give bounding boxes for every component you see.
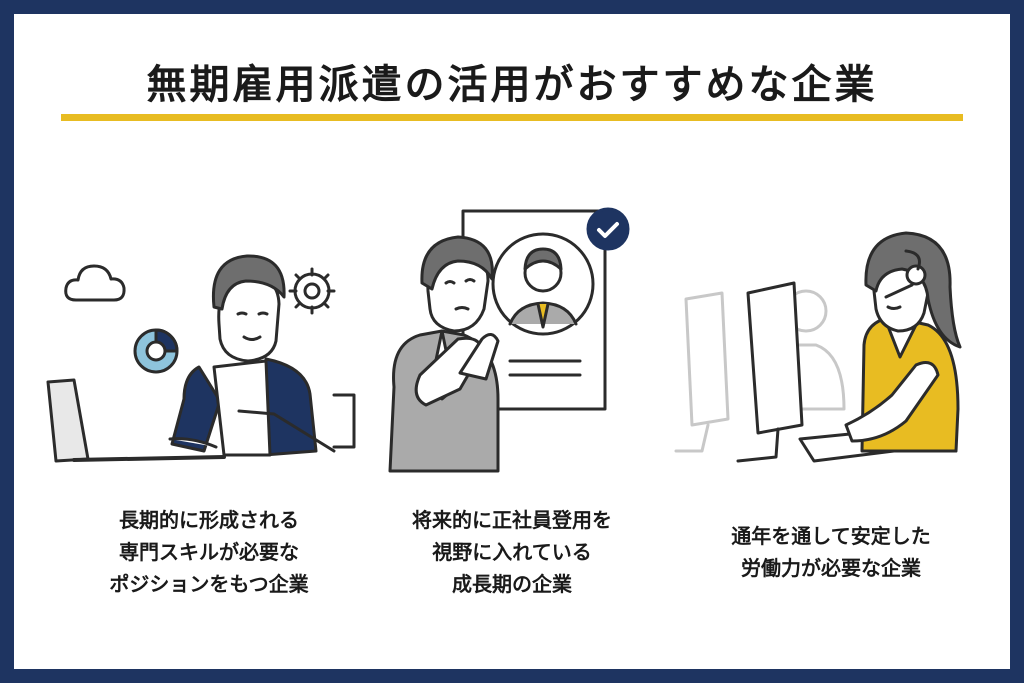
pie-chart-icon [133,328,179,374]
illustration-thinking-man [350,189,680,479]
page-title: 無期雇用派遣の活用がおすすめな企業 [146,62,878,108]
infographic-card: 無期雇用派遣の活用がおすすめな企業 [14,14,1010,669]
card-2-line-3: 成長期の企業 [452,572,572,596]
card-1-line-2: 専門スキルが必要な [119,540,299,564]
card-2-line-2: 視野に入れている [432,540,592,564]
gear-icon [288,267,336,315]
illustration-call-center [666,189,996,479]
card-3-line-2: 労働力が必要な企業 [741,556,921,580]
card-3-caption: 通年を通して安定した 労働力が必要な企業 [676,520,986,584]
illustration-laptop-worker [34,189,364,479]
card-1-caption: 長期的に形成される 専門スキルが必要な ポジションをもつ企業 [54,504,364,600]
title-underline [61,114,963,121]
card-3-line-1: 通年を通して安定した [731,524,931,548]
card-1-line-3: ポジションをもつ企業 [109,572,309,596]
card-2-line-1: 将来的に正社員登用を [412,508,612,532]
cloud-icon [64,264,126,302]
card-2-caption: 将来的に正社員登用を 視野に入れている 成長期の企業 [357,504,667,600]
card-1-line-1: 長期的に形成される [119,508,299,532]
